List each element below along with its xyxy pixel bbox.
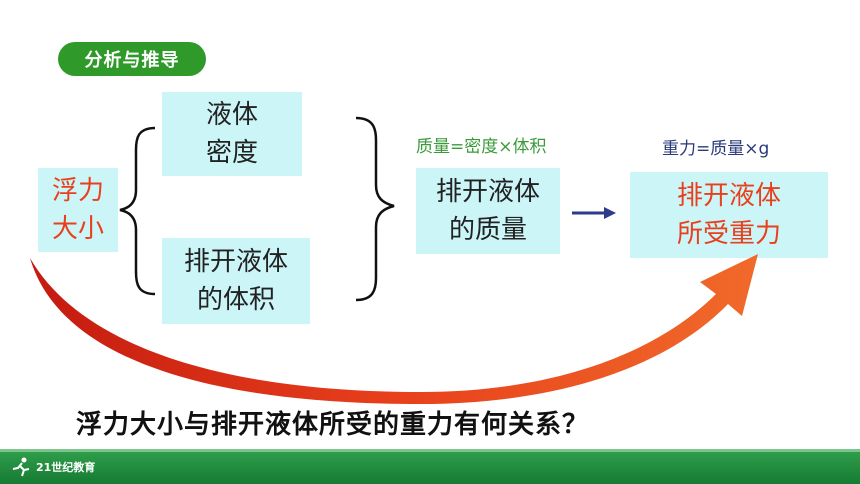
gravity-label-line2: 所受重力 <box>676 219 781 249</box>
volume-box: 排开液体 的体积 <box>162 238 310 324</box>
volume-label-line1: 排开液体 <box>183 247 288 277</box>
density-label-line1: 液体 <box>205 100 258 130</box>
gravity-formula: 重力=质量×g <box>662 139 770 159</box>
mass-label-line2: 的质量 <box>448 215 527 245</box>
buoyancy-box: 浮力 大小 <box>38 168 118 252</box>
footer-stripe <box>0 449 860 452</box>
question-text: 浮力大小与排开液体所受的重力有何关系？ <box>76 410 590 440</box>
density-box: 液体 密度 <box>162 92 302 176</box>
section-badge: 分析与推导 <box>58 42 206 76</box>
buoyancy-label-line2: 大小 <box>51 214 104 244</box>
flow-arrow-head <box>604 207 616 219</box>
mass-box: 排开液体 的质量 <box>416 168 560 254</box>
gravity-label-line1: 排开液体 <box>676 181 781 211</box>
footer-bar <box>0 452 860 484</box>
volume-label-line2: 的体积 <box>196 285 275 315</box>
mass-label-line1: 排开液体 <box>435 177 540 207</box>
big-curved-arrow <box>30 254 758 404</box>
buoyancy-label-line1: 浮力 <box>51 176 104 206</box>
right-brace <box>355 116 395 302</box>
gravity-box: 排开液体 所受重力 <box>630 172 828 258</box>
footer-logo: 21世纪教育 <box>10 457 95 477</box>
left-brace <box>119 126 156 296</box>
runner-icon <box>12 457 30 477</box>
footer-logo-text: 21世纪教育 <box>36 461 96 474</box>
density-label-line2: 密度 <box>205 138 258 168</box>
mass-formula: 质量=密度×体积 <box>416 137 547 157</box>
